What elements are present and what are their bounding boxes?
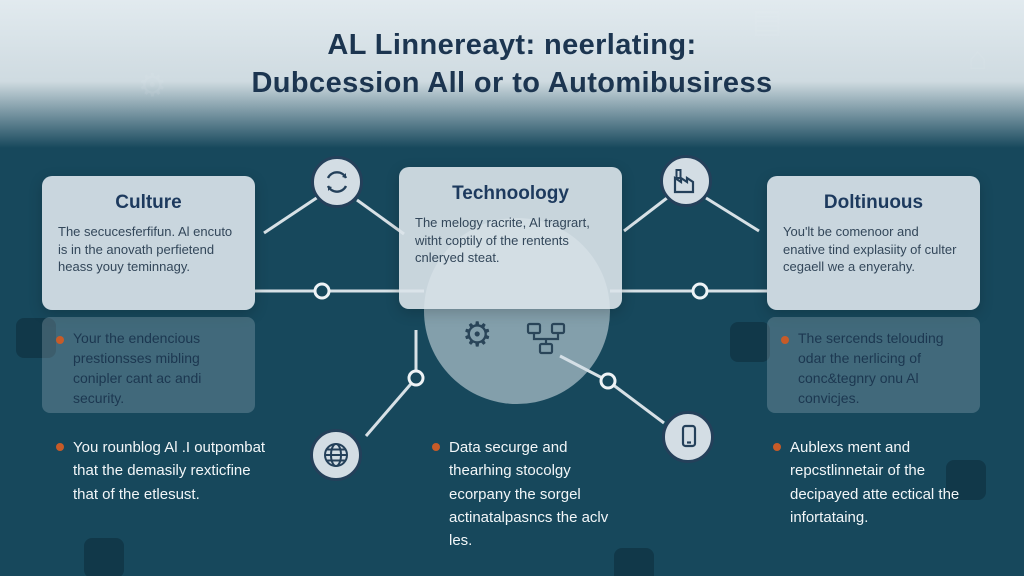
- card-technology-body: The melogy racrite, Al tragrart, witht c…: [415, 215, 590, 266]
- connector-node: [599, 372, 617, 390]
- title-line-2: Dubcession All or to Automibusiress: [251, 67, 773, 100]
- note-text: Aublexs ment and repcstlinnetair of the …: [790, 439, 960, 526]
- gear-icon: ⚙: [462, 315, 493, 355]
- connector-node: [313, 282, 331, 300]
- note-text: You rounblog Al .I outpombat that the de…: [73, 439, 266, 503]
- decorative-tile: [946, 460, 986, 500]
- phone-icon: [662, 411, 714, 463]
- connector-node: [691, 282, 709, 300]
- card-continuous-heading: Doltinuous: [823, 192, 924, 213]
- note-text: Data securge and thearhing stocolgy ecor…: [449, 439, 609, 549]
- bullet-dot: [781, 336, 789, 344]
- note-bottom-left: You rounblog Al .I outpombat that the de…: [56, 436, 272, 506]
- card-culture-body: The secucesferfifun. Al encuto is in the…: [58, 224, 233, 275]
- card-technology: Technoology The melogy racrite, Al tragr…: [399, 167, 622, 309]
- bullet-dot: [56, 336, 64, 344]
- note-bottom-right: Aublexs ment and repcstlinnetair of the …: [773, 436, 985, 529]
- title-line-1: AL Linnereayt: neerlating:: [327, 29, 697, 61]
- card-technology-heading: Technoology: [452, 183, 569, 204]
- card-continuous-body: You'lt be comenoor and enative tind expl…: [783, 224, 957, 275]
- card-continuous: Doltinuous You'lt be comenoor and enativ…: [767, 176, 980, 310]
- card-culture-heading: Culture: [115, 192, 182, 213]
- decorative-tile: [730, 322, 770, 362]
- factory-icon: [660, 155, 712, 207]
- decorative-tile: [614, 548, 654, 576]
- note-panel-right: The sercends telouding odar the nerlicin…: [767, 317, 980, 413]
- note-bottom-center: Data securge and thearhing stocolgy ecor…: [432, 436, 628, 552]
- bullet-dot: [432, 443, 440, 451]
- note-text: Your the endencious prestionsses mibling…: [73, 330, 202, 406]
- page-title: AL Linnereayt: neerlating: Dubcession Al…: [0, 26, 1024, 103]
- bullet-dot: [773, 443, 781, 451]
- process-arrows-icon: [311, 156, 363, 208]
- connector-node: [407, 369, 425, 387]
- card-culture: Culture The secucesferfifun. Al encuto i…: [42, 176, 255, 310]
- globe-icon: [310, 429, 362, 481]
- note-text: The sercends telouding odar the nerlicin…: [798, 330, 944, 406]
- bullet-dot: [56, 443, 64, 451]
- note-panel-left: Your the endencious prestionsses mibling…: [42, 317, 255, 413]
- flowchart-icon: [526, 322, 566, 355]
- decorative-tile: [16, 318, 56, 358]
- title-band: [0, 0, 1024, 148]
- decorative-tile: [84, 538, 124, 576]
